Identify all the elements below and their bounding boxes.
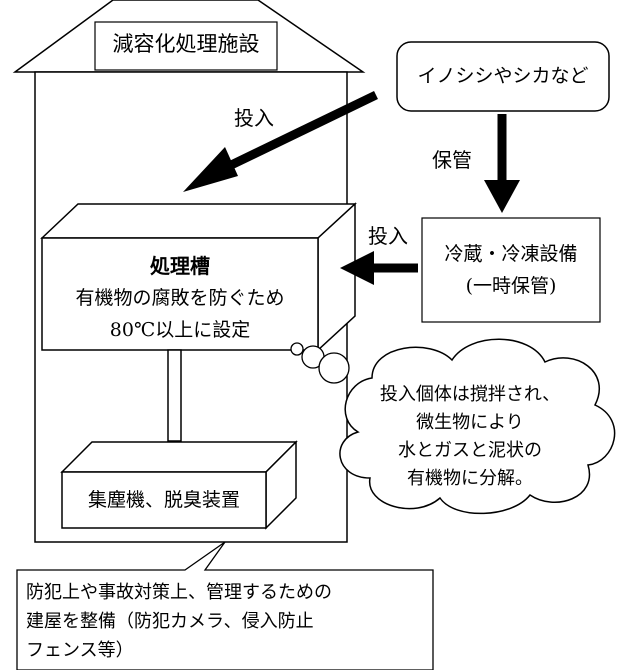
cloud-line-4: 有機物に分解。 (407, 468, 533, 489)
tank-line-1: 有機物の腐敗を防ぐため (75, 287, 285, 309)
building-title-box (94, 21, 278, 71)
store-arrow-label: 保管 (432, 148, 472, 172)
cloud-line-2: 微生物により (416, 412, 524, 433)
storage-box (421, 217, 601, 323)
cloud-line-3: 水とガスと泥状の (398, 440, 542, 461)
cloud-shape (339, 338, 616, 515)
cloud-line-1: 投入個体は撹拌され、 (379, 384, 561, 405)
storage-line-2: (一時保管) (465, 275, 557, 297)
tank-front (41, 237, 319, 351)
arrow-input-mid-head (340, 251, 374, 285)
note-line-1: 防犯上や事故対策上、管理するための (26, 582, 332, 603)
tank-top (40, 203, 357, 239)
source-box-label: イノシシやシカなど (417, 65, 589, 87)
input-mid-arrow-label: 投入 (368, 224, 408, 248)
thought-bubble-large (318, 352, 350, 384)
thought-bubble-small (290, 342, 304, 356)
source-box (396, 41, 610, 112)
note-box (16, 541, 434, 670)
storage-line-1: 冷蔵・冷凍設備 (444, 243, 578, 265)
tank-line-2: 80℃以上に設定 (109, 319, 251, 341)
note-line-2: 建屋を整備（防犯カメラ、侵入防止 (26, 611, 314, 632)
collector-top (60, 441, 298, 473)
tank-title: 処理槽 (150, 254, 210, 278)
arrow-input-top-head (183, 147, 238, 192)
collector-front (61, 471, 267, 529)
collector-label: 集塵機、脱臭装置 (87, 489, 240, 511)
building-title: 減容化処理施設 (112, 32, 260, 56)
connector-pipe (167, 349, 182, 442)
note-line-3: フェンス等） (26, 640, 134, 661)
arrow-store-head (484, 180, 520, 213)
arrow-input-top-shaft (223, 90, 378, 173)
input-top-arrow-label: 投入 (234, 106, 274, 130)
